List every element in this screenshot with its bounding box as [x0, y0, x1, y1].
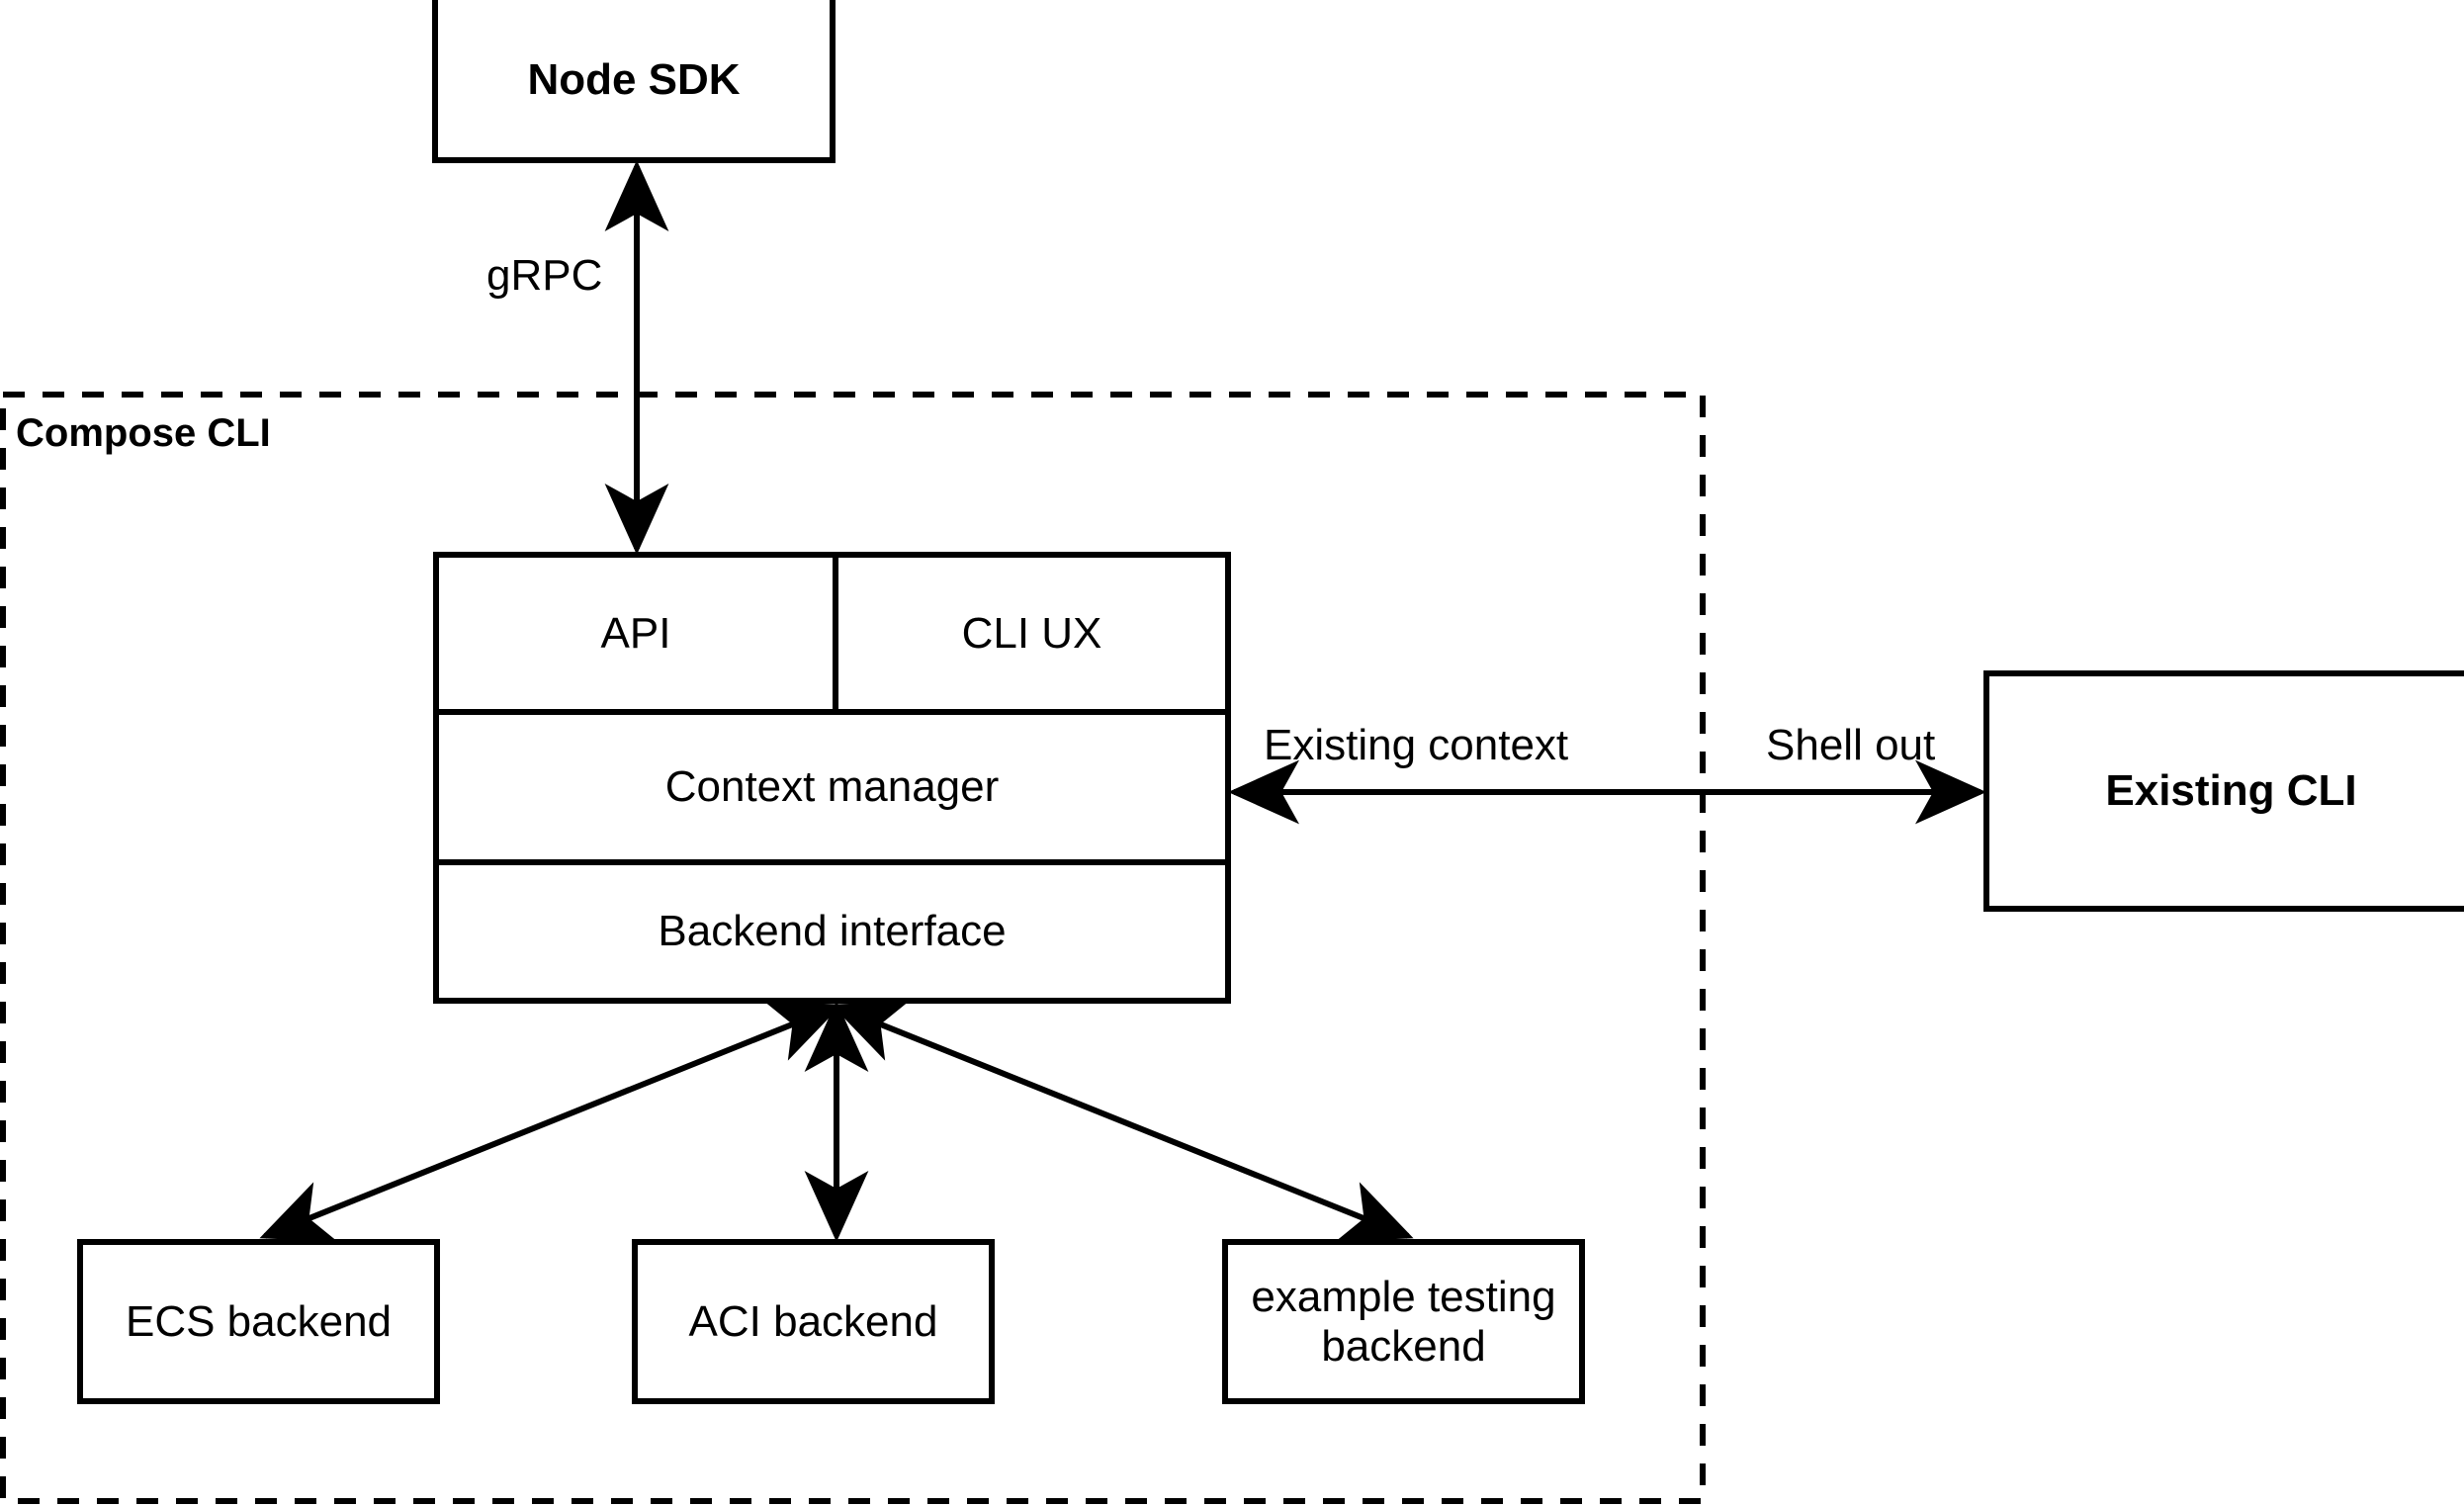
compose-cli-stack-box	[433, 552, 1231, 1004]
ecs-backend-label: ECS backend	[125, 1296, 393, 1346]
example-testing-backend-label: example testing backend	[1251, 1273, 1556, 1371]
grpc-edge-label: gRPC	[486, 251, 603, 300]
example-testing-backend-box[interactable]	[1222, 1239, 1585, 1404]
api-label: API	[600, 608, 671, 658]
backend-example-arrow	[831, 1001, 1414, 1242]
existing-cli-box[interactable]	[1983, 670, 2464, 912]
existing-context-edge-label: Existing context	[1264, 721, 1569, 769]
context-manager-label: Context manager	[664, 762, 1000, 812]
backend-interface-label: Backend interface	[658, 907, 1007, 956]
existing-cli-label: Existing CLI	[2105, 766, 2357, 816]
aci-backend-label: ACI backend	[688, 1296, 938, 1346]
backend-ecs-arrow	[259, 1001, 842, 1242]
node-sdk-label: Node SDK	[527, 55, 741, 105]
aci-backend-box[interactable]	[632, 1239, 995, 1404]
compose-cli-group-label: Compose CLI	[16, 411, 271, 455]
ecs-backend-box[interactable]	[77, 1239, 440, 1404]
cli-ux-label: CLI UX	[961, 608, 1102, 658]
shell-out-edge-label: Shell out	[1766, 721, 1936, 769]
compose-cli-group-border	[0, 392, 1706, 1504]
